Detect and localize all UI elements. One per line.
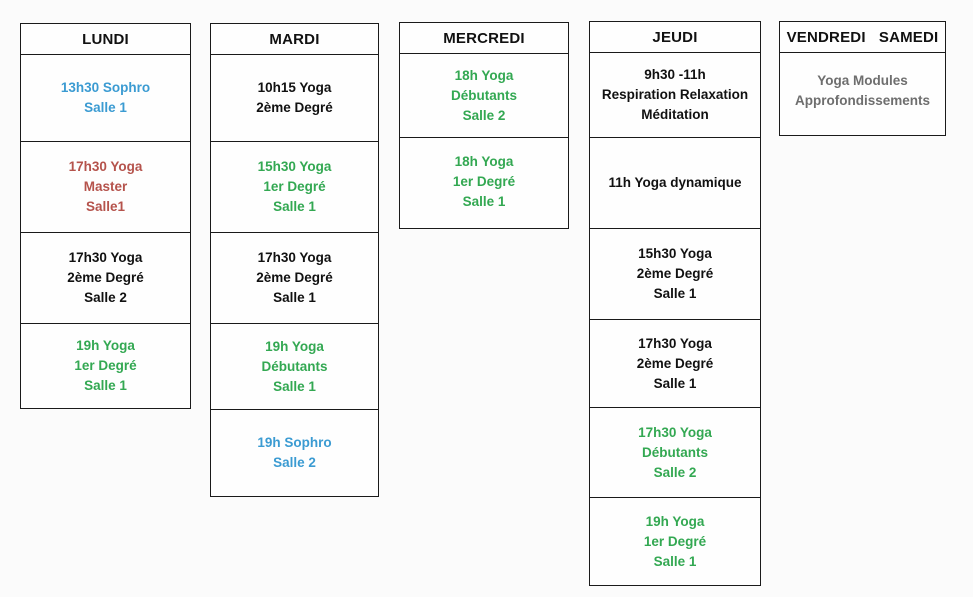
class-slot: 9h30 -11h Respiration Relaxation Méditat…: [590, 53, 760, 137]
slot-line: Débutants: [450, 87, 517, 103]
slot-line: 10h15 Yoga: [257, 80, 332, 95]
slot-line: 17h30 Yoga: [638, 424, 712, 440]
slot-line: 18h Yoga: [454, 154, 514, 169]
class-slot: 18h Yoga 1er Degré Salle 1: [400, 137, 568, 226]
slot-line: Salle 1: [84, 378, 127, 393]
slot-line: Salle 2: [653, 464, 697, 480]
class-slot: 17h30 Yoga 2ème Degré Salle 2: [21, 232, 190, 323]
slot-line: 19h Yoga: [265, 338, 324, 354]
slot-line: Salle 1: [462, 194, 506, 209]
slot-line: 2ème Degré: [256, 100, 333, 115]
class-slot: 13h30 Sophro Salle 1: [21, 55, 190, 141]
day-column-mercredi: MERCREDI 18h Yoga Débutants Salle 2 18h …: [399, 22, 569, 229]
slot-line: Méditation: [641, 107, 709, 122]
class-slot: 17h30 Yoga 2ème Degré Salle 1: [590, 319, 760, 407]
day-title-samedi: SAMEDI: [878, 28, 939, 46]
slot-line: Respiration Relaxation: [601, 87, 749, 102]
day-column-jeudi: JEUDI 9h30 -11h Respiration Relaxation M…: [589, 21, 761, 586]
slot-line: Salle 1: [84, 100, 127, 115]
class-slot: 11h Yoga dynamique: [590, 137, 760, 228]
slot-line: 1er Degré: [74, 358, 137, 373]
day-title: MERCREDI: [443, 29, 525, 47]
slot-line: 2ème Degré: [636, 266, 714, 281]
slot-line: 1er Degré: [452, 174, 516, 189]
day-title: LUNDI: [82, 30, 129, 48]
slot-line: Salle 2: [84, 290, 127, 305]
day-column-lundi: LUNDI 13h30 Sophro Salle 1 17h30 Yoga Ma…: [20, 23, 191, 409]
day-column-vendredi-samedi: VENDREDI SAMEDI Yoga Modules Approfondis…: [779, 21, 946, 136]
slot-line: Yoga Modules: [817, 73, 908, 88]
class-slot: 17h30 Yoga Master Salle1: [21, 141, 190, 232]
slot-line: Approfondissements: [794, 93, 930, 108]
slot-line: Salle 2: [462, 107, 506, 123]
slot-line: Salle 1: [273, 290, 316, 305]
day-header-mercredi: MERCREDI: [400, 23, 568, 54]
slot-line: 2ème Degré: [636, 355, 714, 371]
class-slot: Yoga Modules Approfondissements: [780, 53, 945, 131]
slot-line: 15h30 Yoga: [638, 246, 712, 261]
slot-line: 17h30 Yoga: [638, 335, 712, 351]
slot-line: 13h30 Sophro: [60, 80, 151, 95]
class-slot: 10h15 Yoga 2ème Degré: [211, 55, 378, 141]
slot-line: 17h30 Yoga: [68, 159, 143, 174]
day-title-vendredi: VENDREDI: [786, 28, 866, 46]
slot-line: 17h30 Yoga: [68, 250, 143, 265]
class-slot: 19h Yoga 1er Degré Salle 1: [590, 497, 760, 585]
slot-line: Salle 1: [653, 286, 697, 301]
class-slot: 19h Sophro Salle 2: [211, 409, 378, 496]
day-header-mardi: MARDI: [211, 24, 378, 55]
slot-line: 18h Yoga: [454, 67, 514, 83]
class-slot: 19h Yoga 1er Degré Salle 1: [21, 323, 190, 408]
slot-line: 9h30 -11h: [644, 67, 706, 82]
slot-line: Salle 1: [273, 378, 316, 394]
day-title: MARDI: [269, 30, 320, 48]
class-slot: 15h30 Yoga 1er Degré Salle 1: [211, 141, 378, 232]
slot-line: Master: [83, 179, 128, 194]
slot-line: 1er Degré: [263, 179, 326, 194]
class-slot: 17h30 Yoga 2ème Degré Salle 1: [211, 232, 378, 323]
slot-line: 1er Degré: [643, 533, 707, 549]
slot-line: Salle 1: [653, 553, 697, 569]
slot-line: Salle 1: [653, 375, 697, 391]
slot-line: 2ème Degré: [67, 270, 144, 285]
slot-line: 15h30 Yoga: [257, 159, 332, 174]
day-title: JEUDI: [652, 28, 698, 46]
slot-line: Salle 1: [273, 199, 316, 214]
slot-line: 19h Sophro: [257, 435, 332, 450]
day-column-mardi: MARDI 10h15 Yoga 2ème Degré 15h30 Yoga 1…: [210, 23, 379, 497]
class-slot: 19h Yoga Débutants Salle 1: [211, 323, 378, 409]
slot-line: 19h Yoga: [76, 338, 135, 353]
class-slot: 15h30 Yoga 2ème Degré Salle 1: [590, 228, 760, 319]
slot-line: Débutants: [261, 358, 328, 374]
slot-line: 2ème Degré: [256, 270, 333, 285]
class-slot: 17h30 Yoga Débutants Salle 2: [590, 407, 760, 497]
slot-line: Salle1: [85, 199, 125, 214]
class-slot: 18h Yoga Débutants Salle 2: [400, 54, 568, 137]
slot-line: Salle 2: [273, 455, 316, 470]
day-header-jeudi: JEUDI: [590, 22, 760, 53]
slot-line: 19h Yoga: [645, 513, 705, 529]
slot-line: 17h30 Yoga: [257, 250, 332, 265]
slot-line: 11h Yoga dynamique: [608, 175, 742, 190]
day-header-lundi: LUNDI: [21, 24, 190, 55]
day-header-vendredi-samedi: VENDREDI SAMEDI: [780, 22, 945, 53]
slot-line: Débutants: [641, 444, 708, 460]
